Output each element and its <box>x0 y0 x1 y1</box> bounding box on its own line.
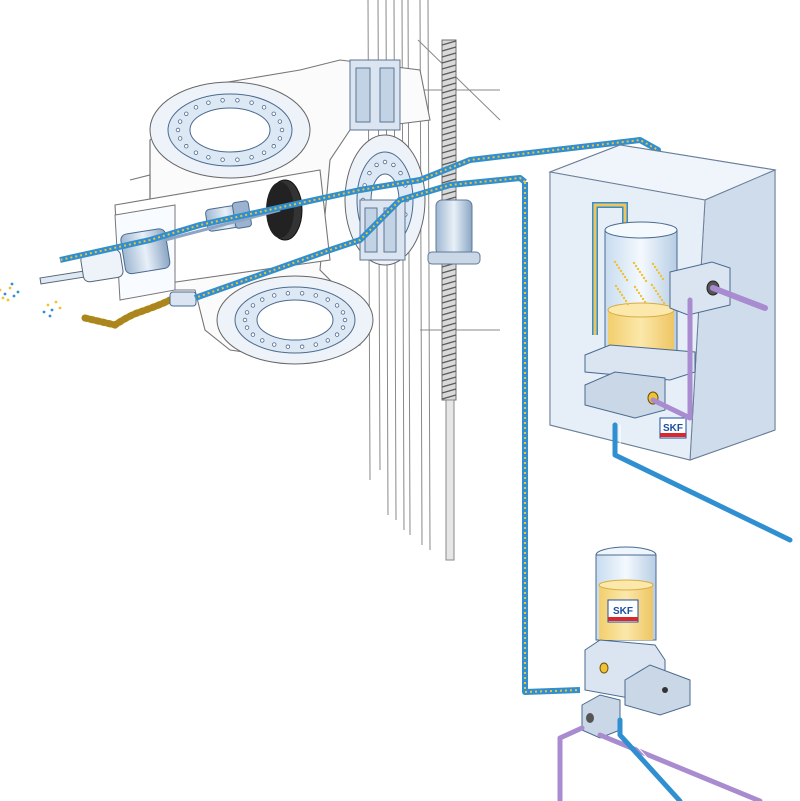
grease-pump-lines <box>557 717 763 801</box>
svg-text:SKF: SKF <box>663 423 683 434</box>
flexible-nozzle <box>81 291 197 329</box>
ball-screw <box>427 39 481 561</box>
air-supply-lines <box>612 285 796 543</box>
top-flange <box>149 81 311 179</box>
bottom-flange <box>216 275 374 365</box>
oil-air-unit: SKF <box>548 144 777 461</box>
svg-text:SKF: SKF <box>613 606 633 617</box>
oil-spray <box>0 282 62 318</box>
grease-pump: SKF <box>581 546 691 739</box>
oil-air-lines <box>59 137 661 695</box>
skf-logo: SKF <box>659 417 687 439</box>
skf-logo: SKF <box>607 599 639 623</box>
